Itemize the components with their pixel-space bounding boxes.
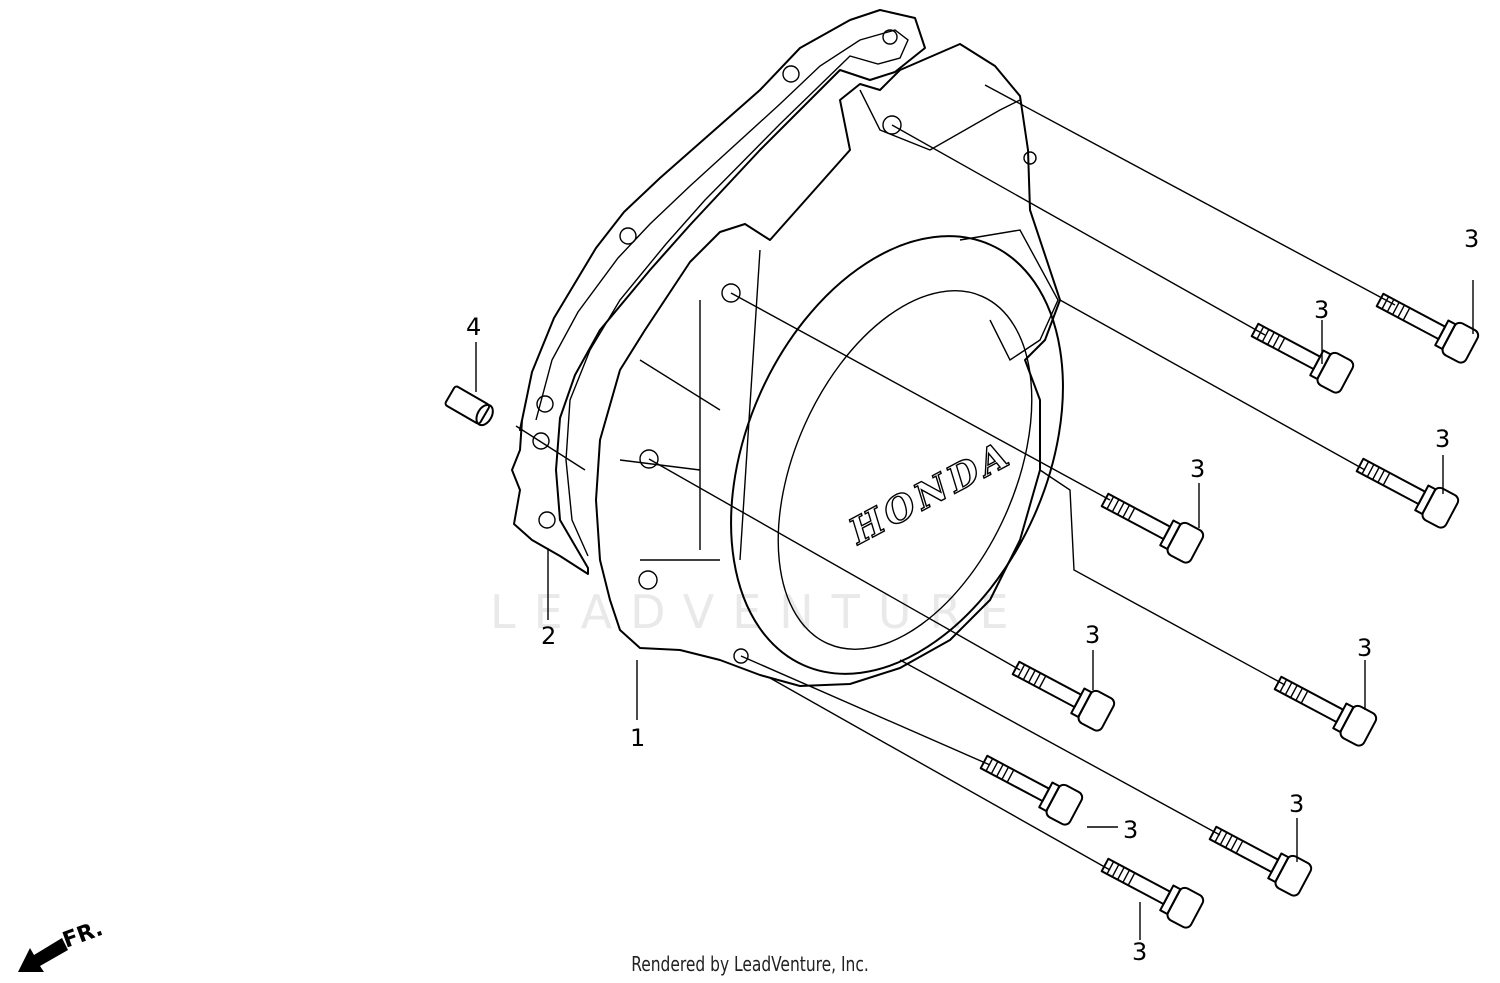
bolt-group xyxy=(976,284,1481,930)
bolt[interactable] xyxy=(1270,667,1379,748)
bolt[interactable] xyxy=(1352,449,1461,530)
bolt[interactable] xyxy=(1372,284,1481,365)
gasket[interactable] xyxy=(511,9,926,575)
callout-gasket: 2 xyxy=(541,622,556,650)
callout-bolt: 3 xyxy=(1085,621,1100,649)
callout-cover: 1 xyxy=(630,724,645,752)
cover-logo: HONDA xyxy=(842,433,1019,554)
callout-bolt: 3 xyxy=(1289,790,1304,818)
callout-dowel-pin: 4 xyxy=(466,313,481,341)
bolt[interactable] xyxy=(1205,817,1314,898)
render-credit: Rendered by LeadVenture, Inc. xyxy=(631,952,869,976)
callout-bolt: 3 xyxy=(1132,938,1147,966)
callout-bolt: 3 xyxy=(1464,225,1479,253)
bolt[interactable] xyxy=(1097,484,1206,565)
callout-leaders xyxy=(475,280,1474,940)
callout-bolt: 3 xyxy=(1123,816,1138,844)
front-arrow-icon xyxy=(18,938,68,972)
dowel-pin[interactable] xyxy=(444,385,497,428)
watermark: LEADVENTURE xyxy=(490,585,1027,639)
front-label: FR. xyxy=(60,916,107,953)
leader-lines xyxy=(515,84,1396,871)
callouts: 4 2 1 3 3 3 3 3 3 3 3 3 xyxy=(466,225,1479,966)
callout-bolt: 3 xyxy=(1357,634,1372,662)
front-direction-indicator: FR. xyxy=(18,916,106,972)
bolt[interactable] xyxy=(1247,314,1356,395)
bolt[interactable] xyxy=(1008,652,1117,733)
callout-bolt: 3 xyxy=(1190,455,1205,483)
callout-bolt: 3 xyxy=(1314,296,1329,324)
callout-bolt: 3 xyxy=(1435,425,1450,453)
bolt[interactable] xyxy=(976,746,1085,827)
bolt[interactable] xyxy=(1097,849,1206,930)
